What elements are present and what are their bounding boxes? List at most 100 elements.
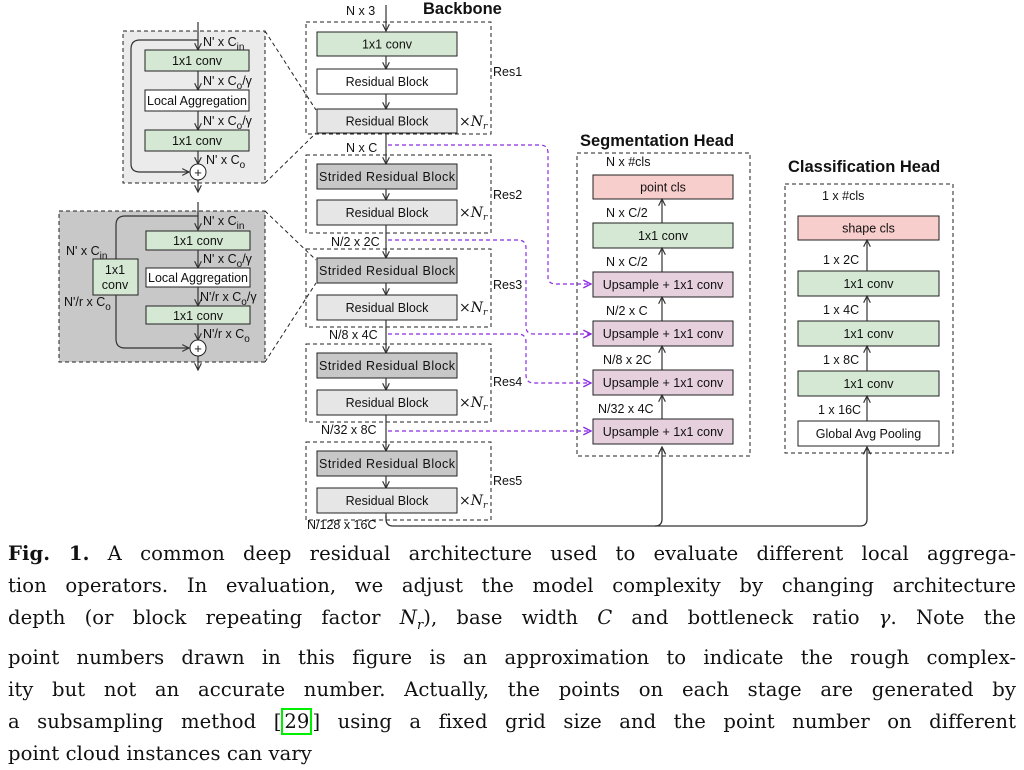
caption-line-2: tion operators. In evaluation, we adjust… [8,574,1016,597]
caption-line-4: point numbers drawn in this figure is an… [8,645,1016,669]
inset1-output-label: N' x Co [206,153,246,171]
stage-output-label: N/8 x 4C [329,328,378,342]
inset1-local-agg-label: Local Aggregation [147,94,247,108]
inset1-skip-connection [130,39,198,172]
repeat-factor-label: ×Nr [459,114,488,132]
seg-head-frame [576,152,751,457]
residual-block [316,199,458,226]
inset2-mid2-label: N'/r x Co/γ [200,290,257,308]
residual-block-label: Residual Block [346,494,429,508]
strided-residual-block-label: Strided Residual Block [319,264,456,278]
upsample-conv-block [592,369,734,396]
shape-cls-block [797,215,940,241]
caption-line-5: ity but not an accurate number. Actually… [8,677,1016,701]
stage-output-label: N/32 x 8C [321,423,377,437]
citation-link[interactable]: 29 [281,707,313,735]
backbone-input-label: N x 3 [346,4,375,18]
strided-residual-block-label: Strided Residual Block [319,359,456,373]
seg-head-title: Segmentation Head [580,132,734,150]
residual-block [316,389,458,416]
seg-head-dim-label: N x C/2 [606,255,648,269]
stage-frame [305,154,492,234]
seg-head-dim-label: N x C/2 [606,206,648,220]
skip-connections [388,144,591,431]
strided-residual-block-label: Strided Residual Block [319,170,456,184]
inset1-conv1-box [144,49,250,72]
stage-frame [305,21,492,135]
seg-head-dim-label: N/32 x 4C [598,402,654,416]
conv-block [316,31,458,57]
repeat-factor-label: ×Nr [459,493,488,511]
inset2-mid1-label: N' x Co/γ [203,252,253,270]
inset2-output-label: N'/r x Co [203,327,250,345]
residual-block-label: Residual Block [346,75,429,89]
residual-block [316,68,458,95]
skip-connection-1 [388,144,591,284]
inset1-mid1-label: N' x Co/γ [203,74,253,92]
inset2-shortcut-conv-line1: 1x1 [105,263,125,277]
caption-line-7: point cloud instances can vary [8,741,312,765]
inset2-shortcut-out [115,295,189,348]
cls-head-dim-label: 1 x 16C [818,403,861,417]
residual-block [316,487,458,514]
seg-head-dim-label: N/8 x 2C [603,353,652,367]
point-cls-block-label: point cls [640,181,686,195]
upsample-conv-block [592,418,734,445]
stage-output-label: N x C [346,141,377,155]
sum-icon: + [194,341,202,356]
upsample-conv-block-label: Upsample + 1x1 conv [603,278,724,292]
stage-name: Res1 [493,65,522,79]
strided-residual-block-inset: N' x Cin 1x1 conv N' x Co/γ Local Aggreg… [58,202,266,370]
backbone-to-cls-head-connector [655,447,867,527]
repeat-factor-label: ×Nr [459,395,488,413]
skip-connection-3 [388,333,591,383]
architecture-diagram: N' x Cin 1x1 conv N' x Co/γ Local Aggreg… [58,0,954,532]
strided-residual-block-label: Strided Residual Block [319,457,456,471]
caption-line-6: a subsampling method [29] using a fixed … [8,707,1016,735]
cls-head-dim-label: 1 x 2C [823,253,859,267]
cls-head-dim-label: 1 x 8C [823,353,859,367]
seg-head-top-label: N x #cls [606,155,650,169]
strided-residual-block [316,257,458,284]
skip-connection-2 [388,239,591,334]
inset1-input-label: N' x Cin [203,35,244,53]
inset2-conv2-label: 1x1 conv [173,309,224,323]
conv-block-label: 1x1 conv [638,229,689,243]
sum-icon: + [194,165,202,180]
upsample-conv-block [592,320,734,347]
caption-line-3: depth (or block repeating factor Nr), ba… [8,606,1016,633]
stage-name: Res2 [493,188,522,202]
conv-block-label: 1x1 conv [843,377,894,391]
upsample-conv-block [592,271,734,298]
stage-name: Res4 [493,375,522,389]
shape-cls-block-label: shape cls [842,222,895,236]
inset2-shortcut-out-label: N'/r x Co [64,295,111,313]
residual-block-label: Residual Block [346,115,429,129]
conv-block-label: 1x1 conv [843,277,894,291]
inset2-shortcut-conv-line2: conv [102,278,129,292]
inset1-local-agg-box [144,89,250,112]
upsample-conv-block-label: Upsample + 1x1 conv [603,376,724,390]
inset2-shortcut-conv-box [92,258,139,296]
residual-block-label: Residual Block [346,301,429,315]
caption-fig-label: Fig. 1. [8,542,90,565]
stage-frame [305,441,492,521]
inset1-conv2-box [144,129,250,152]
stage-name: Res5 [493,474,522,488]
residual-block [316,108,458,134]
inset1-conv1-label: 1x1 conv [172,54,223,68]
strided-residual-block [316,450,458,477]
repeat-factor-label: ×Nr [459,300,488,318]
seg-head-dim-label: N/2 x C [606,304,648,318]
inset2-shortcut-in [115,215,198,259]
classification-head: Classification Head 1 x #cls shape cls1 … [784,158,954,454]
segmentation-head: Segmentation Head N x #cls point cls N x … [576,132,751,457]
cls-head-top-label: 1 x #cls [822,189,864,203]
conv-block [797,370,940,397]
stage-frame [305,343,492,423]
upsample-conv-block-label: Upsample + 1x1 conv [603,327,724,341]
residual-block-label: Residual Block [346,206,429,220]
